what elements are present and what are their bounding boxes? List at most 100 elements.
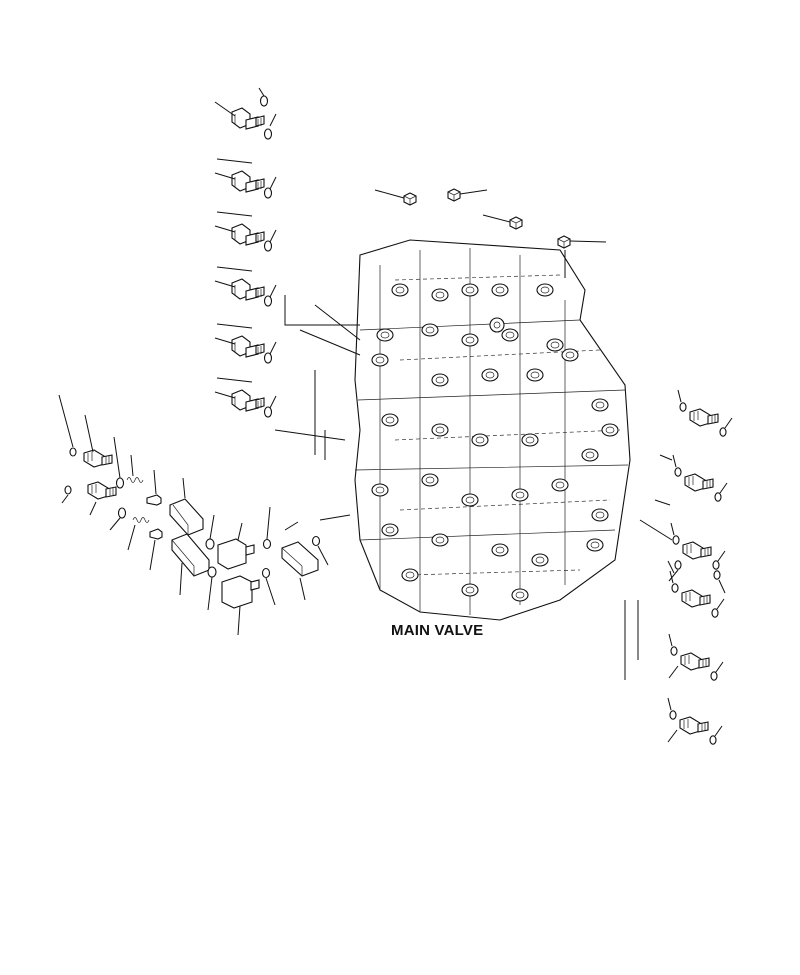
port-bore [595,401,605,409]
o-ring [263,240,273,252]
o-ring [712,560,720,570]
leader-line [668,633,673,647]
leader-line [724,417,733,429]
port-bore [530,371,540,379]
valve-port [381,413,399,427]
poppet [146,494,162,506]
valve-port [376,328,394,342]
o-ring [679,402,687,412]
leader-line [677,389,682,403]
o-ring [671,583,679,593]
o-ring [672,535,680,545]
elbow-nipple [250,579,260,591]
valve-port [371,353,389,367]
o-ring [117,507,127,519]
o-ring [709,735,717,745]
straight-fitting [681,589,711,608]
leader-line [216,266,253,272]
leader-line [237,522,243,541]
port-cap-center [493,321,501,329]
port-bore [475,436,485,444]
valve-port [551,478,569,492]
port-bore [435,536,445,544]
valve-port [401,568,419,582]
leader-line [269,284,277,298]
leader-line [214,391,236,399]
o-ring [69,447,77,457]
port-bore [590,541,600,549]
leader-line [269,341,277,355]
leader-line [258,87,265,97]
port-bore [385,416,395,424]
o-ring [115,477,125,489]
port-bore [375,486,385,494]
valve-port [431,288,449,302]
relief-cartridge [169,498,204,536]
valve-port [431,373,449,387]
port-bore [465,496,475,504]
valve-port [591,508,609,522]
leader-line [667,697,672,711]
port-bore [505,331,515,339]
elbow-fitting [231,389,265,412]
elbow-fittings-group-left [214,87,277,418]
relief-cartridge [171,533,210,577]
valve-port [501,328,519,342]
leader-line [269,229,277,243]
o-ring [207,566,217,578]
port-bore [525,436,535,444]
port-bore [485,371,495,379]
leader-line [109,517,121,531]
elbow-housing [221,575,253,609]
leader-line [216,377,253,383]
o-ring [710,671,718,681]
leader-line [299,577,306,601]
spring [126,477,144,483]
port-bore [515,591,525,599]
elbow-fitting [231,278,265,301]
valve-port [531,553,549,567]
straight-fitting [679,716,709,735]
valve-port [461,333,479,347]
elbow-nipple [245,544,255,556]
leader-line [266,506,271,540]
relief-valve-parts-group [58,394,329,636]
poppet [149,528,163,540]
leader-line [216,211,253,217]
leader-line [284,521,299,531]
straight-fitting [684,473,714,492]
elbow-housing [217,538,247,570]
port-bore [465,286,475,294]
plug [509,216,523,230]
o-ring [670,646,678,656]
leader-line [317,545,329,566]
leader-line [668,569,679,582]
port-bore [465,336,475,344]
leader-line [61,494,69,504]
o-ring [262,538,272,550]
port-bore [540,286,550,294]
valve-port [461,283,479,297]
o-ring [259,95,269,107]
plug [557,235,571,249]
port-bore [595,511,605,519]
leader-line [214,280,236,288]
leader-line [269,395,277,409]
straight-fitting [83,449,113,468]
leader-line [672,454,677,468]
valve-port [511,488,529,502]
straight-fitting [682,541,712,560]
port-bore [380,331,390,339]
leader-line [214,101,236,117]
port-bore [495,286,505,294]
guide-lines [274,250,673,680]
valve-port [581,448,599,462]
valve-port [431,423,449,437]
elbow-fitting [231,223,265,246]
spring [132,517,150,523]
valve-port [591,398,609,412]
o-ring [263,187,273,199]
elbow-fitting [231,170,265,193]
leader-line [84,414,94,453]
